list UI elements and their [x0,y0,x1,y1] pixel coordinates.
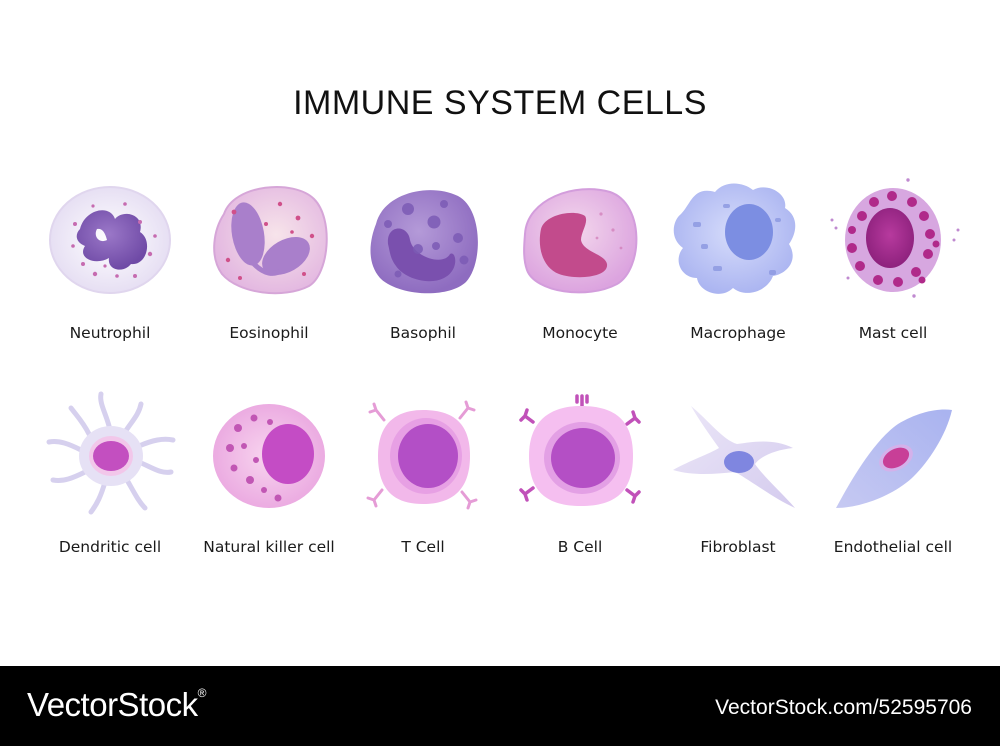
endothelial-cell-label: Endothelial cell [833,538,953,556]
monocyte-illustration [505,174,655,304]
vectorstock-logo: VectorStock® [27,686,206,724]
b-cell-illustration [505,390,655,520]
neutrophil-label: Neutrophil [69,324,151,342]
monocyte-label: Monocyte [542,324,618,342]
macrophage-label: Macrophage [690,324,786,342]
t-cell-label: T Cell [401,538,445,556]
mast-cell-label: Mast cell [858,324,928,342]
neutrophil-illustration [35,174,185,304]
fibroblast-label: Fibroblast [700,538,776,556]
mast-cell-illustration [818,174,968,304]
macrophage-illustration [663,174,813,304]
brand-name: VectorStock [27,686,198,723]
dendritic-cell-illustration [35,390,185,520]
basophil-label: Basophil [390,324,456,342]
b-cell-label: B Cell [557,538,603,556]
t-cell-illustration [348,390,498,520]
dendritic-cell-label: Dendritic cell [58,538,162,556]
eosinophil-label: Eosinophil [229,324,309,342]
image-url: VectorStock.com/52595706 [715,696,972,719]
registered-mark: ® [197,686,207,700]
eosinophil-illustration [194,174,344,304]
fibroblast-illustration [663,390,813,520]
endothelial-cell-illustration [818,390,968,520]
page-title: IMMUNE SYSTEM CELLS [293,84,707,122]
basophil-illustration [348,174,498,304]
natural-killer-cell-illustration [194,390,344,520]
watermark-footer: VectorStock® VectorStock.com/52595706 [0,666,1000,746]
natural-killer-cell-label: Natural killer cell [203,538,335,556]
